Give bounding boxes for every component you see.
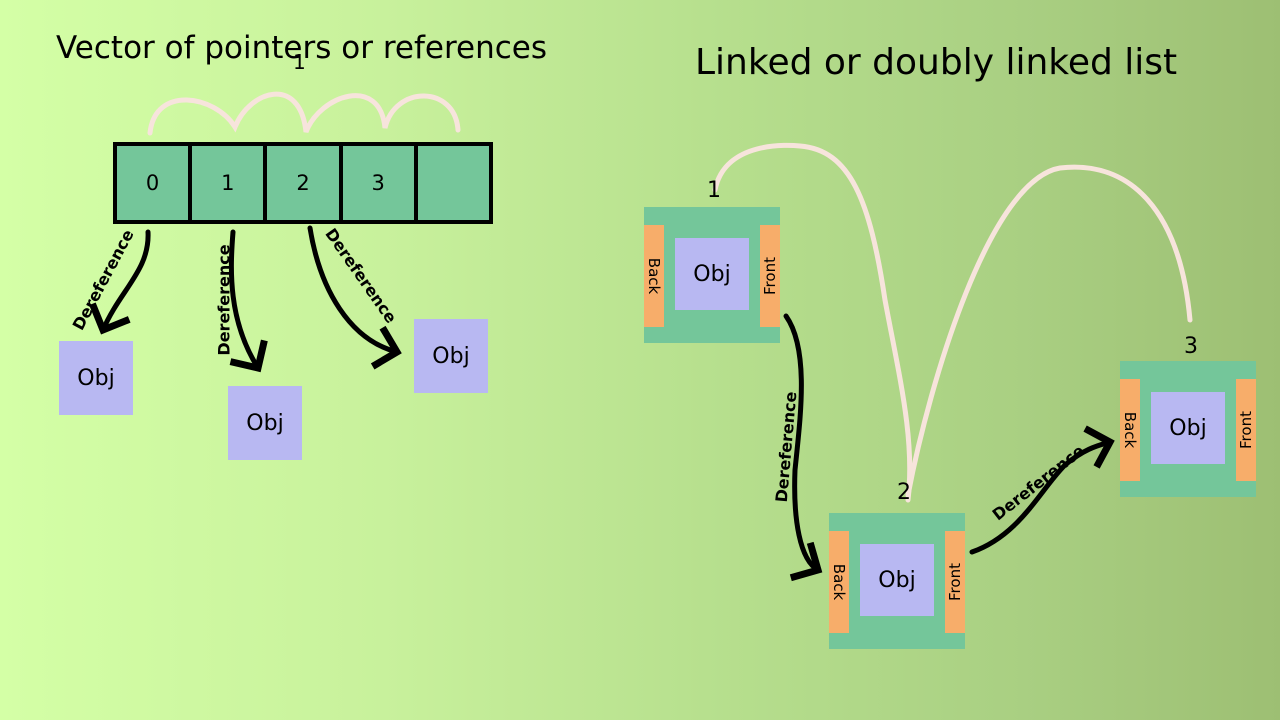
back-pointer-slot: Back bbox=[829, 531, 849, 633]
dereference-arrow-node2-node3 bbox=[969, 425, 1115, 555]
object-box: Obj bbox=[228, 386, 302, 460]
vector-title: Vector of pointers or references bbox=[56, 30, 547, 66]
vector-cell: 3 bbox=[342, 146, 414, 220]
memory-jump-curve-2-3 bbox=[905, 164, 1193, 498]
object-box: Obj bbox=[59, 341, 133, 415]
dereference-arrow-node1-node2 bbox=[783, 313, 823, 582]
node-number: 3 bbox=[1184, 334, 1198, 359]
front-pointer-slot: Front bbox=[760, 225, 780, 327]
list-node: Back Obj Front bbox=[644, 207, 780, 343]
object-box: Obj bbox=[860, 544, 934, 616]
object-box: Obj bbox=[1151, 392, 1225, 464]
back-pointer-slot: Back bbox=[644, 225, 664, 327]
front-pointer-slot: Front bbox=[945, 531, 965, 633]
dereference-arrow-2 bbox=[307, 225, 402, 370]
vector-cell bbox=[417, 146, 490, 220]
vector-cell: 0 bbox=[117, 146, 189, 220]
vector-cell: 2 bbox=[267, 146, 339, 220]
vector-cell: 1 bbox=[192, 146, 264, 220]
dereference-label: Dereference bbox=[214, 244, 234, 356]
object-box: Obj bbox=[675, 238, 749, 310]
linked-list-title: Linked or doubly linked list bbox=[695, 42, 1178, 83]
memory-jump-curve-1-2 bbox=[712, 142, 913, 503]
list-node: Back Obj Front bbox=[1120, 361, 1256, 497]
dereference-arrow-0 bbox=[89, 229, 151, 335]
memory-adjacency-curve bbox=[147, 91, 461, 136]
dereference-arrow-1 bbox=[228, 229, 268, 373]
pointer-vector: 0 1 2 3 bbox=[113, 142, 493, 224]
front-pointer-slot: Front bbox=[1236, 379, 1256, 481]
object-box: Obj bbox=[414, 319, 488, 393]
list-node: Back Obj Front bbox=[829, 513, 965, 649]
node-number: 2 bbox=[897, 480, 911, 505]
node-number: 1 bbox=[707, 178, 721, 203]
vector-top-label: 1 bbox=[293, 50, 306, 74]
back-pointer-slot: Back bbox=[1120, 379, 1140, 481]
